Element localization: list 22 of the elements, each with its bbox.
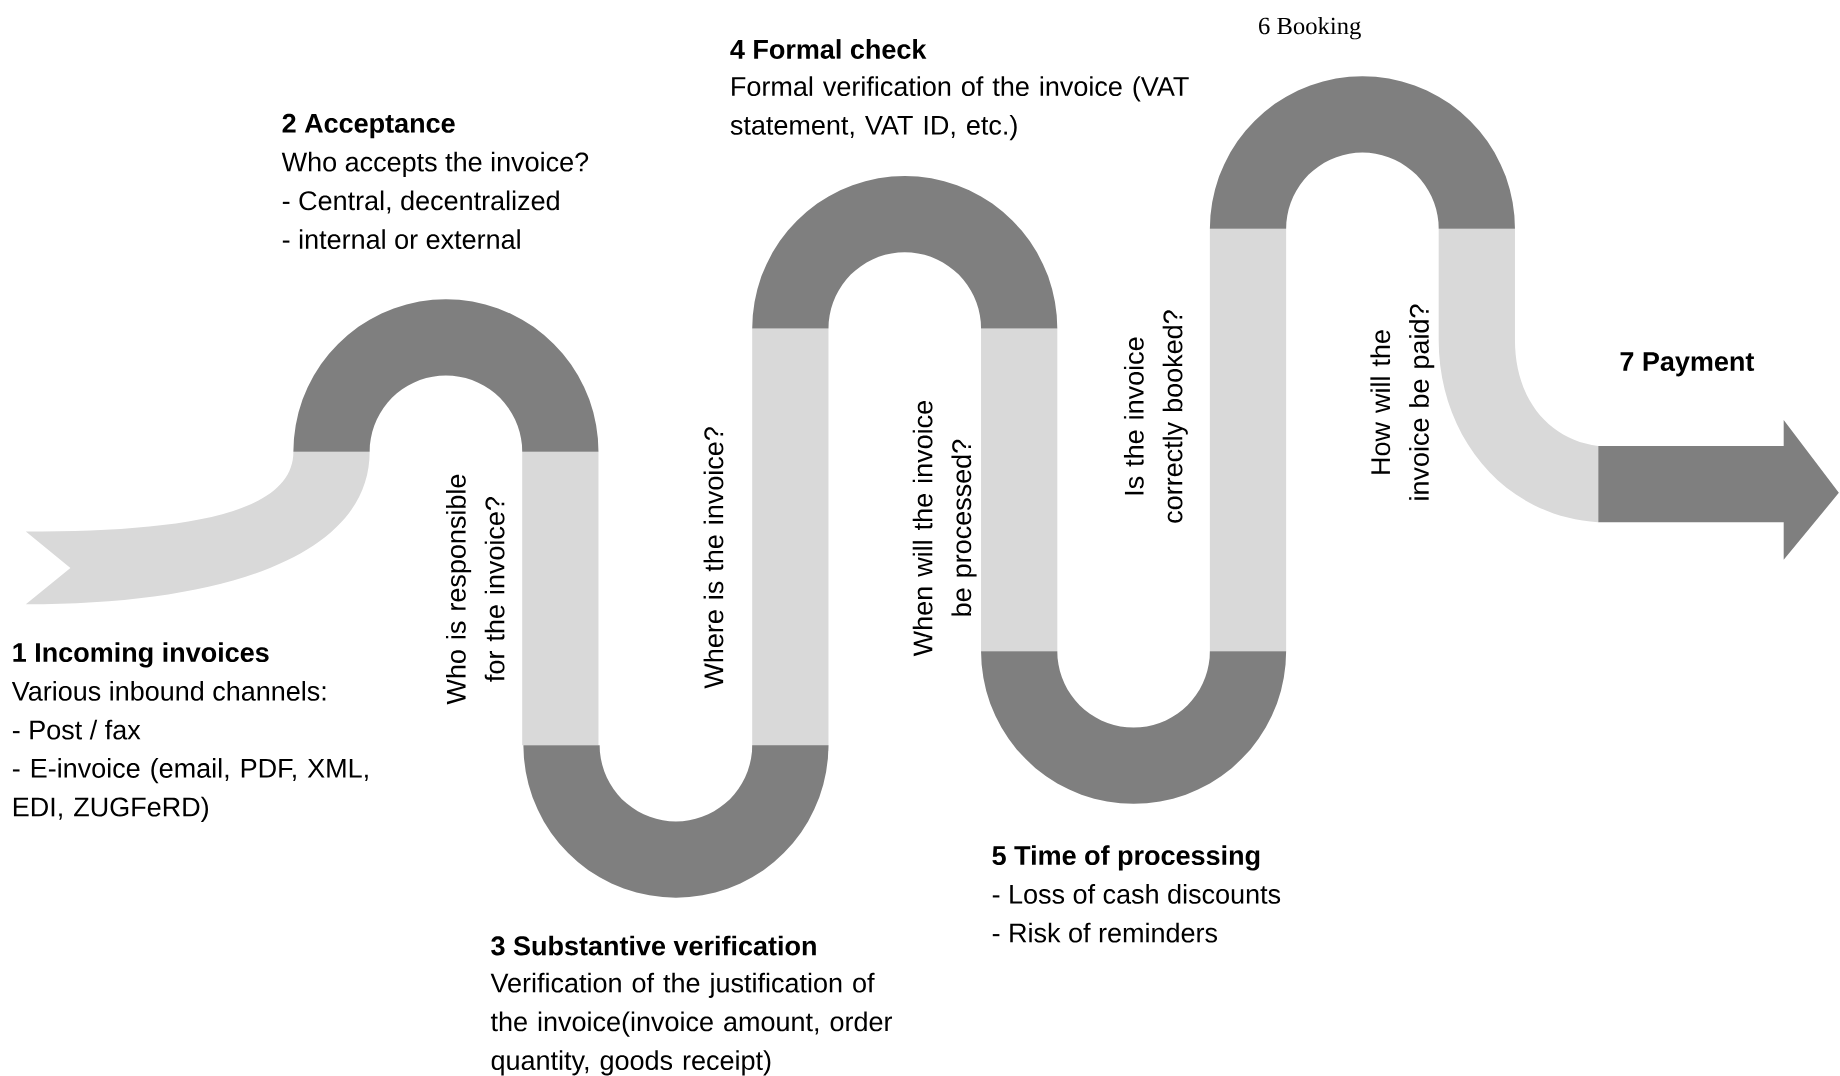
question-text: How will the invoice be paid?: [1370, 304, 1435, 500]
stage-heading: 1 Incoming invoices: [13, 642, 269, 668]
stage-heading: 6 Booking: [1259, 16, 1361, 40]
stage-description: Verification of the justification of the invoice(invoice amount, order quantity, goods receipt): [490, 972, 893, 1076]
stage-heading: 5 Time of processing: [992, 845, 1260, 871]
bullet-item: - Loss of cash discounts: [992, 884, 1281, 904]
question-text: Is the invoice correctly booked?: [1123, 310, 1188, 523]
bullet-item: - E-invoice (email, PDF, XML, EDI, ZUGFeRD): [12, 758, 368, 822]
bullet-item: - Central, decentralized: [282, 190, 559, 214]
stage-description: Formal verification of the invoice (VAT statement, VAT ID, etc.): [730, 76, 1189, 141]
bullet-item: - Post / fax: [12, 719, 141, 740]
stage-description: Various inbound channels:: [11, 680, 326, 701]
question-text: Who is responsible for the invoice?: [446, 474, 505, 705]
question-text: Where is the invoice?: [703, 427, 724, 689]
question-text: When will the invoice be processed?: [912, 401, 977, 657]
stage-heading: 3 Substantive verification: [491, 935, 816, 956]
stage-description: Who accepts the invoice?: [281, 151, 589, 177]
bullet-item: - internal or external: [282, 229, 520, 249]
stage-heading: 2 Acceptance: [282, 113, 455, 139]
stage-heading: 7 Payment: [1620, 352, 1755, 377]
bullet-item: - Risk of reminders: [992, 922, 1218, 943]
stage-heading: 4 Formal check: [730, 39, 927, 59]
